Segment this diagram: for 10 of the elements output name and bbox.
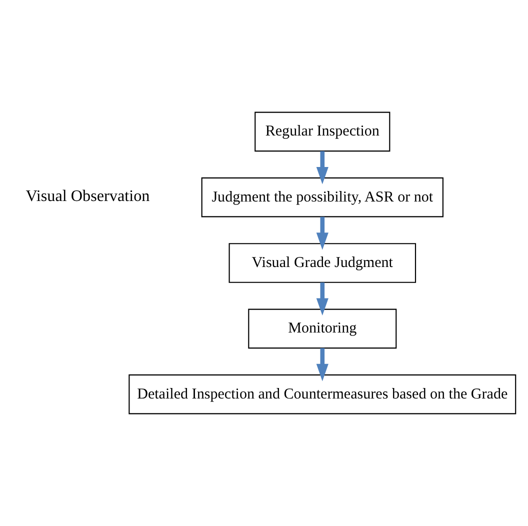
arrow bbox=[316, 348, 328, 382]
arrow bbox=[316, 216, 328, 250]
arrow bbox=[316, 282, 328, 316]
label: Visual Observation bbox=[26, 188, 150, 206]
node-box: Monitoring bbox=[248, 308, 397, 349]
node-box: Regular Inspection bbox=[254, 112, 390, 152]
node-box: Visual Grade Judgment bbox=[228, 243, 416, 283]
node-box: Detailed Inspection and Countermeasures based on the Grade bbox=[128, 374, 516, 414]
arrow bbox=[316, 151, 328, 184]
node-box: Judgment the possibility, ASR or not bbox=[201, 177, 444, 218]
